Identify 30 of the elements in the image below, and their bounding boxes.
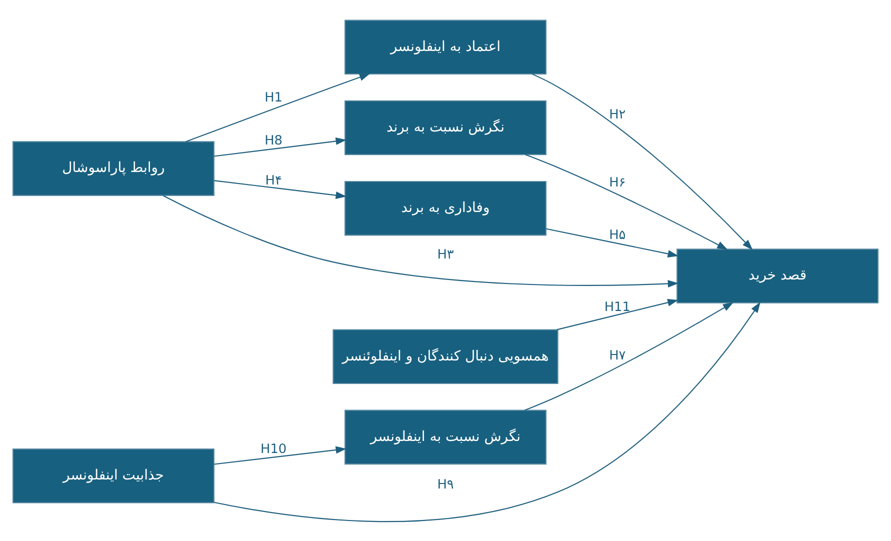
arrow	[162, 194, 679, 287]
arrow	[186, 73, 370, 142]
arrow	[214, 180, 347, 198]
node-box: روابط پاراسوشال	[12, 140, 214, 196]
arrow	[214, 446, 347, 464]
edge-label: H۲	[609, 107, 626, 122]
edge-label: H۷	[609, 348, 626, 363]
node-box: وفاداری به برند	[344, 180, 546, 236]
edge-label: H۵	[609, 228, 626, 243]
edge-label: H۹	[437, 476, 454, 492]
arrow	[214, 136, 347, 156]
arrow	[524, 302, 734, 410]
edge-label: H۳	[437, 246, 454, 262]
edge-label: H11	[604, 300, 630, 315]
node-box: همسویی دنبال کنندگان و اینفلوئنسر	[332, 328, 558, 384]
arrow	[525, 154, 728, 250]
node-box: قصد خرید	[676, 248, 879, 303]
arrow	[556, 298, 678, 330]
edge-label: H10	[260, 441, 287, 456]
arrow	[546, 228, 679, 257]
node-box: اعتماد به اینفلونسر	[344, 19, 546, 74]
arrow	[532, 73, 753, 250]
node-box: جذابیت اینفلونسر	[12, 448, 214, 503]
edge-label: H۴	[265, 172, 282, 188]
edge-label: H8	[264, 133, 283, 148]
node-box: نگرش نسبت به اینفلونسر	[344, 409, 546, 464]
edge-label: H۶	[609, 174, 626, 190]
arrow	[214, 301, 760, 522]
edge-label: H1	[264, 90, 283, 106]
node-box: نگرش نسبت به برند	[344, 100, 546, 155]
